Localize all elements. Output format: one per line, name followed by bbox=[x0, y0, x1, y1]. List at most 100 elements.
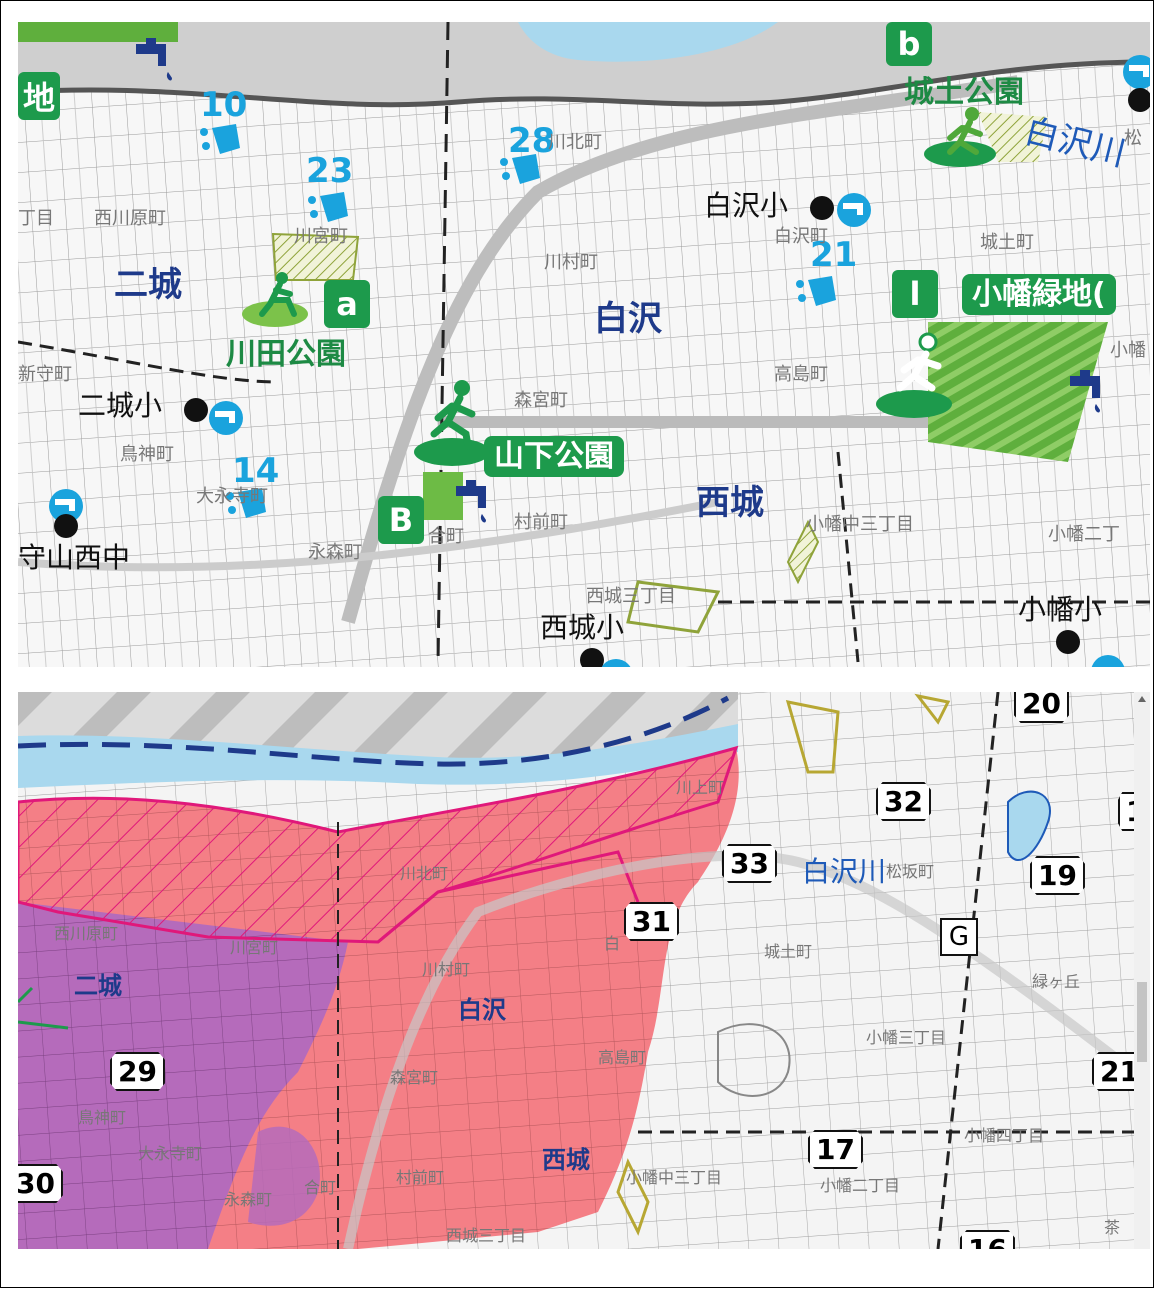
water-tap-circle-icon[interactable] bbox=[208, 400, 244, 436]
park-label-partial-text: 地 bbox=[22, 79, 55, 117]
map-grid-marker[interactable]: G bbox=[940, 918, 978, 956]
faucet-icon[interactable] bbox=[134, 38, 174, 86]
school-marker[interactable] bbox=[54, 514, 78, 538]
town-label: 川村町 bbox=[422, 960, 471, 979]
park-name-kitodo[interactable]: 城土公園 bbox=[904, 75, 1024, 110]
water-tap-circle-icon[interactable] bbox=[1122, 54, 1150, 90]
town-label: 茶 bbox=[1104, 1218, 1121, 1237]
town-label: 西城三丁目 bbox=[586, 586, 676, 607]
area-label-nijo: 二城 bbox=[114, 265, 182, 305]
top-map-base bbox=[18, 22, 1150, 667]
route-shield-32[interactable]: 32 bbox=[876, 782, 931, 821]
town-label: 高島町 bbox=[774, 364, 828, 385]
town-label: 永森町 bbox=[308, 542, 362, 563]
town-label: 村前町 bbox=[514, 512, 568, 533]
town-label: 川北町 bbox=[548, 132, 602, 153]
school-label-nijo[interactable]: 二城小 bbox=[78, 389, 163, 422]
school-label-shirasawa[interactable]: 白沢小 bbox=[704, 189, 789, 222]
water-supply-icon[interactable] bbox=[198, 122, 242, 156]
area-label-shirasawa: 白沢 bbox=[458, 996, 506, 1024]
town-label: 小幡中三丁目 bbox=[626, 1168, 723, 1187]
town-label: 森宮町 bbox=[514, 390, 568, 411]
town-label: 西川原町 bbox=[94, 208, 166, 229]
town-label: 白 bbox=[604, 934, 621, 953]
route-shield-17[interactable]: 17 bbox=[808, 1130, 863, 1169]
town-label: 鳥神町 bbox=[78, 1108, 127, 1127]
route-shield-21[interactable]: 21 bbox=[1092, 1052, 1134, 1091]
faucet-icon[interactable] bbox=[454, 480, 494, 528]
flood-hazard-map-panel[interactable]: 二城 白沢 西城 白沢川 20 32 33 31 19 29 21 17 30 … bbox=[18, 692, 1134, 1249]
town-label: 緑ヶ丘 bbox=[1032, 972, 1081, 991]
school-label-moriyama-nishi[interactable]: 守山西中 bbox=[18, 541, 131, 574]
town-label: 小幡二丁目 bbox=[820, 1176, 901, 1195]
town-label: 松坂町 bbox=[886, 862, 935, 881]
school-marker[interactable] bbox=[580, 648, 604, 667]
area-label-saijo: 西城 bbox=[542, 1146, 590, 1174]
river-label-shirasawa: 白沢川 bbox=[802, 855, 887, 888]
map-scrollbar[interactable] bbox=[1134, 692, 1150, 1249]
park-name-kohata[interactable]: 小幡緑地( bbox=[962, 274, 1116, 315]
town-label: 高島町 bbox=[598, 1048, 647, 1067]
town-label: 城土町 bbox=[764, 942, 813, 961]
route-shield-29[interactable]: 29 bbox=[110, 1052, 165, 1091]
water-supply-icon[interactable] bbox=[306, 190, 350, 224]
route-shield-1[interactable]: 1 bbox=[1118, 792, 1134, 831]
water-station-number-21: 21 bbox=[810, 235, 858, 275]
water-tap-circle-icon[interactable] bbox=[836, 192, 872, 228]
school-label-kohata[interactable]: 小幡小 bbox=[1018, 593, 1103, 626]
town-label: 小幡三丁目 bbox=[866, 1028, 947, 1047]
water-station-number-23: 23 bbox=[306, 151, 354, 191]
park-label-partial[interactable]: 地 bbox=[18, 72, 60, 120]
town-label: 西川原町 bbox=[54, 924, 119, 943]
town-label: 鳥神町 bbox=[120, 444, 174, 465]
town-label: 森宮町 bbox=[390, 1068, 439, 1087]
town-label: 小幡二丁 bbox=[1048, 524, 1120, 545]
water-supply-icon[interactable] bbox=[794, 274, 838, 308]
town-label: 川北町 bbox=[400, 864, 449, 883]
water-station-number-14: 14 bbox=[232, 451, 280, 491]
scrollbar-thumb[interactable] bbox=[1137, 982, 1147, 1062]
park-code-b-upper[interactable]: B bbox=[378, 496, 424, 544]
route-shield-19[interactable]: 19 bbox=[1030, 856, 1085, 895]
town-label: 松 bbox=[1124, 128, 1142, 149]
school-marker[interactable] bbox=[184, 398, 208, 422]
route-shield-30[interactable]: 30 bbox=[18, 1164, 63, 1203]
route-shield-16[interactable]: 16 bbox=[960, 1230, 1015, 1249]
evacuation-site-icon[interactable] bbox=[240, 270, 310, 330]
evacuation-site-icon[interactable] bbox=[922, 106, 998, 170]
town-label: 城土町 bbox=[980, 232, 1034, 253]
route-shield-31[interactable]: 31 bbox=[624, 902, 679, 941]
park-code-b-lower[interactable]: b bbox=[886, 22, 932, 66]
scroll-up-arrow-icon[interactable] bbox=[1138, 696, 1146, 702]
faucet-icon[interactable] bbox=[1068, 370, 1108, 418]
park-code-a[interactable]: a bbox=[324, 280, 370, 328]
area-label-nijo: 二城 bbox=[74, 972, 122, 1000]
water-supply-icon[interactable] bbox=[224, 486, 268, 520]
town-label: 新守町 bbox=[18, 364, 72, 385]
evacuation-map-panel[interactable]: 地 二城 白沢 西城 川田公園 山下公園 城土公園 小幡緑地( a B b l … bbox=[18, 22, 1150, 667]
evacuation-site-icon[interactable] bbox=[412, 378, 492, 468]
school-marker[interactable] bbox=[810, 196, 834, 220]
town-label: 川宮町 bbox=[294, 226, 348, 247]
water-station-number-10: 10 bbox=[200, 85, 248, 125]
school-marker[interactable] bbox=[1056, 630, 1080, 654]
evacuation-site-icon[interactable] bbox=[874, 332, 954, 422]
water-tap-circle-icon[interactable] bbox=[48, 488, 84, 524]
town-label: 大永寺町 bbox=[138, 1144, 203, 1163]
school-marker[interactable] bbox=[1128, 88, 1150, 112]
town-label: 永森町 bbox=[224, 1190, 273, 1209]
water-station-number-28: 28 bbox=[508, 121, 556, 161]
water-supply-icon[interactable] bbox=[498, 152, 542, 186]
town-label: 白沢町 bbox=[774, 226, 828, 247]
park-name-yamashita[interactable]: 山下公園 bbox=[484, 436, 624, 477]
town-label: 川上町 bbox=[676, 778, 725, 797]
water-tap-circle-icon[interactable] bbox=[598, 658, 634, 667]
town-label: 小幡 bbox=[1110, 340, 1146, 361]
park-code-l[interactable]: l bbox=[892, 270, 938, 318]
school-label-saijo[interactable]: 西城小 bbox=[540, 611, 625, 644]
park-name-kawada[interactable]: 川田公園 bbox=[226, 337, 346, 372]
water-tap-circle-icon[interactable] bbox=[1090, 654, 1126, 667]
route-shield-33[interactable]: 33 bbox=[722, 844, 777, 883]
route-shield-20[interactable]: 20 bbox=[1014, 692, 1069, 723]
